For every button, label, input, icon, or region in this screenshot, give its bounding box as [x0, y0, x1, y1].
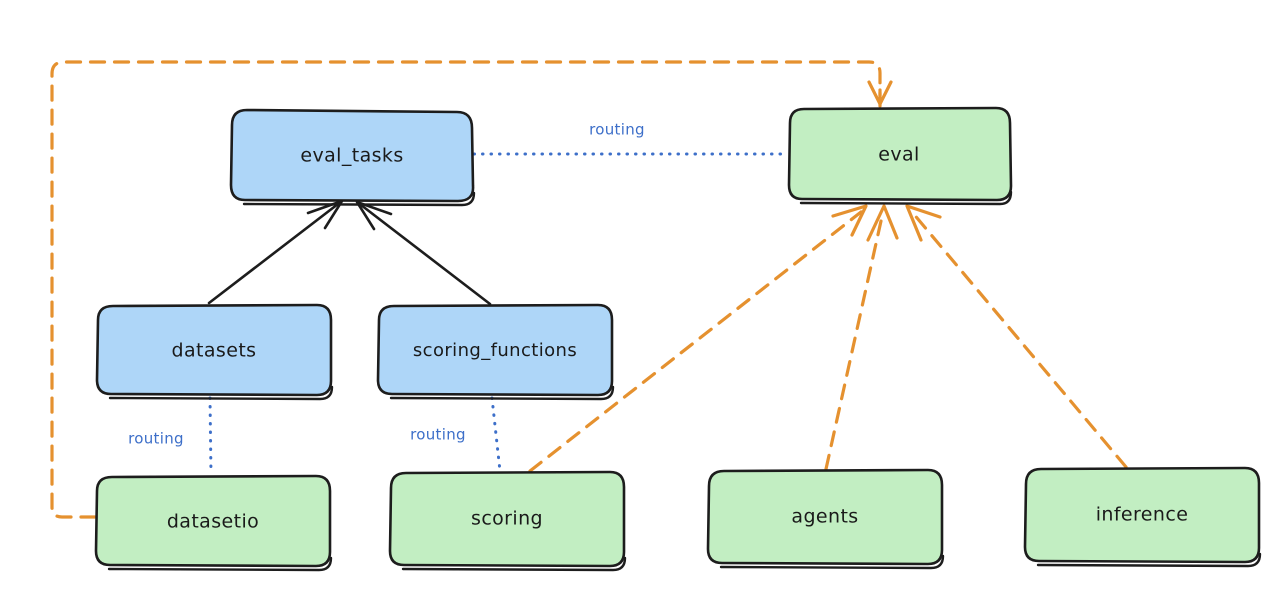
node-scoring_functions-shape [376, 303, 614, 397]
node-scoring-shadow [401, 556, 627, 572]
edge-agents-eval[interactable] [824, 204, 899, 471]
node-inference-label: inference [1096, 504, 1189, 526]
node-scoring-shape [388, 470, 626, 568]
node-eval_tasks-shadow [242, 191, 476, 207]
edge-inference-eval-arrowhead [905, 204, 942, 242]
edge-datasetio-eval[interactable] [50, 60, 893, 519]
edge-datasetio-eval-line [50, 60, 882, 519]
node-datasetio-shape [94, 474, 332, 568]
edge-label-scoring_functions-scoring: routing [410, 426, 466, 444]
node-inference-shape [1023, 466, 1261, 564]
node-inference-shadow [1036, 552, 1262, 568]
node-eval_tasks[interactable]: eval_tasks [229, 108, 476, 207]
edge-label-group: routing routing routing [128, 121, 645, 448]
edge-scoring_functions-eval_tasks[interactable] [355, 200, 492, 306]
node-eval-shadow [799, 190, 1013, 206]
node-scoring_functions-label: scoring_functions [413, 340, 577, 361]
node-scoring-label: scoring [471, 508, 543, 530]
edge-label-datasets-datasetio: routing [128, 430, 184, 448]
node-datasetio-label: datasetio [167, 511, 259, 533]
node-datasets[interactable]: datasets [95, 303, 334, 401]
node-eval_tasks-label: eval_tasks [300, 145, 403, 167]
edge-group [50, 60, 1128, 519]
edge-agents-eval-line [824, 210, 885, 471]
edge-scoring-eval-arrowhead [831, 204, 868, 237]
edge-datasets-eval_tasks-line [207, 202, 340, 305]
edge-scoring_functions-eval_tasks-line [359, 203, 492, 306]
edge-datasets-eval_tasks[interactable] [207, 199, 344, 305]
node-agents[interactable]: agents [706, 468, 945, 570]
node-agents-shadow [719, 554, 945, 570]
node-agents-shape [706, 468, 944, 566]
edge-datasets-datasetio[interactable] [208, 396, 213, 476]
node-datasetio[interactable]: datasetio [94, 474, 333, 572]
node-scoring_functions-shadow [389, 385, 615, 401]
node-eval[interactable]: eval [787, 106, 1013, 206]
edge-scoring_functions-eval_tasks-arrowhead [355, 200, 393, 231]
node-datasets-label: datasets [172, 340, 257, 362]
node-eval_tasks-shape [229, 108, 475, 203]
node-scoring[interactable]: scoring [388, 470, 627, 572]
edge-scoring-eval-line [528, 210, 863, 473]
node-agents-label: agents [791, 506, 858, 528]
edge-scoring_functions-scoring-line [490, 396, 502, 473]
node-datasets-shape [95, 303, 333, 397]
node-eval-label: eval [878, 144, 919, 166]
node-datasets-shadow [108, 385, 334, 401]
edge-agents-eval-arrowhead [866, 204, 899, 242]
node-scoring_functions[interactable]: scoring_functions [376, 303, 615, 401]
node-datasetio-shadow [107, 556, 333, 572]
node-eval-shape [787, 106, 1013, 202]
edge-scoring_functions-scoring[interactable] [490, 396, 502, 473]
edge-label-eval_tasks-eval: routing [589, 121, 645, 139]
edge-datasets-datasetio-line [208, 396, 213, 476]
edge-inference-eval-line [910, 210, 1128, 469]
edge-scoring-eval[interactable] [528, 204, 868, 473]
edge-inference-eval[interactable] [905, 204, 1128, 469]
node-inference[interactable]: inference [1023, 466, 1262, 568]
